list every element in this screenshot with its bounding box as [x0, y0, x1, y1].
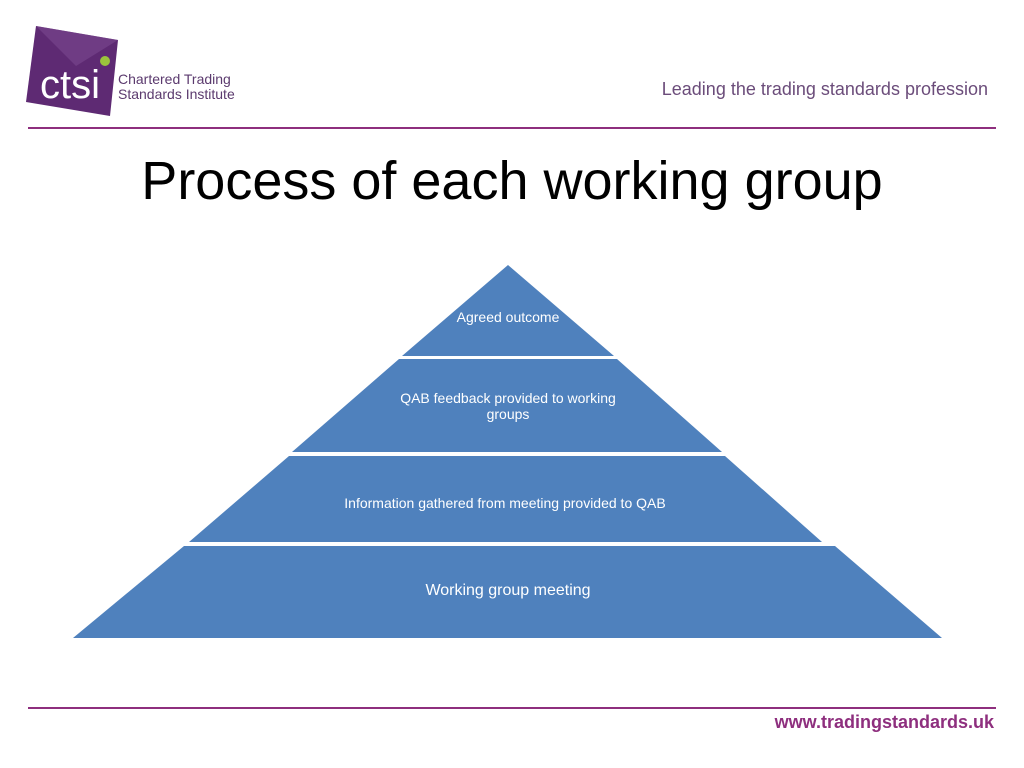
tier-label-information-gathered: Information gathered from meeting provid… [344, 495, 666, 511]
tier-label-working-group-meeting: Working group meeting [425, 582, 591, 599]
pyramid-tier-3 [189, 456, 822, 542]
footer-website-link[interactable]: www.tradingstandards.uk [774, 712, 994, 732]
pyramid-tier-top [402, 265, 614, 356]
pyramid-tier-base [73, 546, 942, 638]
tier-label-agreed-outcome: Agreed outcome [456, 309, 560, 325]
header-divider [28, 127, 996, 129]
footer-divider [28, 707, 996, 709]
slide-title: Process of each working group [141, 151, 883, 211]
logo-line-2: Standards Institute [118, 86, 235, 102]
header-tagline: Leading the trading standards profession [661, 79, 988, 99]
logo-line-1: Chartered Trading [118, 71, 231, 87]
logo-dot [100, 56, 110, 66]
pyramid-tier-2 [292, 359, 722, 452]
tier-label-qab-feedback: QAB feedback provided to working groups [400, 390, 616, 422]
ctsi-logo: ctsi [26, 26, 118, 116]
logo-organization-name: Chartered Trading Standards Institute [118, 72, 235, 102]
logo-wordmark: ctsi [40, 63, 100, 107]
